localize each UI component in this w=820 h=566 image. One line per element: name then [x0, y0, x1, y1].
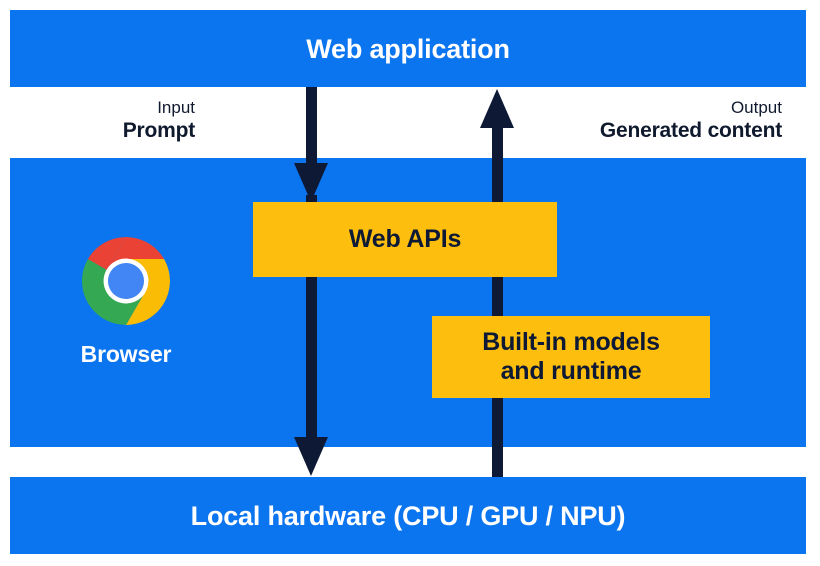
- chrome-logo-icon: [82, 237, 170, 325]
- input-arrow-shaft-top: [306, 87, 317, 171]
- builtin-models-label: Built-in models and runtime: [482, 328, 660, 387]
- browser-caption: Browser: [80, 341, 172, 367]
- input-arrow-shaft-lower: [306, 195, 317, 442]
- local-hardware-label: Local hardware (CPU / GPU / NPU): [190, 501, 626, 531]
- input-value: Prompt: [122, 119, 196, 143]
- web-apis-label: Web APIs: [348, 225, 462, 253]
- builtin-models-label-line1: Built-in models: [482, 327, 660, 356]
- builtin-models-label-line2: and runtime: [500, 357, 642, 385]
- input-arrow-head-bottom-icon: [294, 437, 328, 476]
- local-hardware-bar: Local hardware (CPU / GPU / NPU): [10, 477, 806, 554]
- input-caption: Input: [157, 98, 195, 117]
- builtin-models-box[interactable]: Built-in models and runtime: [432, 316, 710, 398]
- web-apis-box[interactable]: Web APIs: [253, 202, 557, 277]
- web-application-bar: Web application: [10, 10, 806, 87]
- web-application-label: Web application: [306, 34, 510, 64]
- output-arrow-shaft: [492, 128, 503, 482]
- output-caption: Output: [730, 98, 782, 117]
- output-value: Generated content: [599, 119, 782, 143]
- output-flow-label: Output Generated content: [420, 97, 782, 145]
- input-flow-label: Input Prompt: [20, 97, 196, 145]
- output-arrow-head-icon: [480, 89, 514, 128]
